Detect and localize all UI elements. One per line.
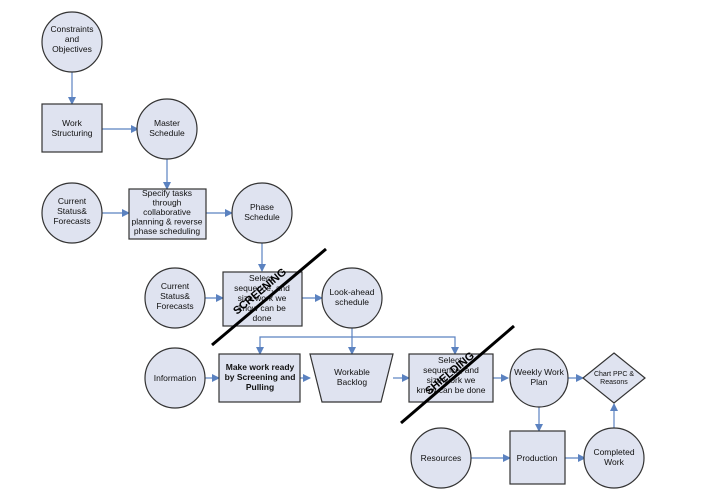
label-line: Select, <box>438 355 464 365</box>
label-line: Backlog <box>337 377 368 387</box>
label-line: Forecasts <box>156 301 193 311</box>
label-line: Look-ahead <box>330 287 375 297</box>
label-line: Reasons <box>600 379 628 386</box>
label-line: schedule <box>335 297 369 307</box>
label-line: and <box>65 34 79 44</box>
label-line: Workable <box>334 367 370 377</box>
shielding-divider-line <box>400 324 515 425</box>
label-line: sequence, and <box>423 365 479 375</box>
label-line: planning & reverse <box>132 217 203 227</box>
node-information: Information <box>144 347 206 409</box>
label-line: know can be <box>238 303 286 313</box>
label-line: Status& <box>160 291 190 301</box>
label-line: collaborative <box>143 207 191 217</box>
label-line: Plan <box>530 377 547 387</box>
label-line: by Screening and <box>225 372 296 382</box>
label-line: Current <box>161 281 190 291</box>
label-line: Phase <box>250 202 274 212</box>
label-line: Weekly Work <box>514 367 565 377</box>
information-label: Information <box>154 373 197 383</box>
label-line: Specify tasks <box>142 188 192 198</box>
label-line: Pulling <box>246 382 274 392</box>
label-line: done <box>253 313 272 323</box>
label-line: Status& <box>57 206 87 216</box>
label-line: Make work ready <box>226 362 295 372</box>
label-line: size work we <box>238 293 287 303</box>
label-line: Forecasts <box>53 216 90 226</box>
label-line: Current <box>58 196 87 206</box>
edge-lookahead-to-make-ready <box>256 336 352 355</box>
screening-divider-line <box>211 247 327 347</box>
label-line: Completed <box>593 447 634 457</box>
node-production: Production <box>509 430 566 485</box>
label-line: Work <box>62 118 82 128</box>
label-line: Chart PPC & <box>594 371 634 378</box>
production-label: Production <box>517 453 558 463</box>
label-line: Schedule <box>244 212 280 222</box>
label-line: through <box>153 198 182 208</box>
label-line: Work <box>604 457 624 467</box>
node-resources: Resources <box>410 427 472 489</box>
label-line: sequence, and <box>234 283 290 293</box>
label-line: know can be done <box>417 385 486 395</box>
label-line: Select, <box>249 273 275 283</box>
label-line: Information <box>154 373 197 383</box>
label-line: Structuring <box>51 128 92 138</box>
label-line: Schedule <box>149 128 185 138</box>
label-line: Constraints <box>51 24 94 34</box>
label-line: Production <box>517 453 558 463</box>
edges <box>68 72 618 462</box>
label-line: phase scheduling <box>134 226 200 236</box>
label-line: Master <box>154 118 180 128</box>
chart-ppc-label: Chart PPC &Reasons <box>594 371 634 386</box>
resources-label: Resources <box>421 453 462 463</box>
label-line: Resources <box>421 453 462 463</box>
label-line: Objectives <box>52 44 92 54</box>
node-chart-ppc-reasons: Chart PPC &Reasons <box>582 352 646 404</box>
edge-lookahead-to-select-weekly <box>352 336 459 355</box>
